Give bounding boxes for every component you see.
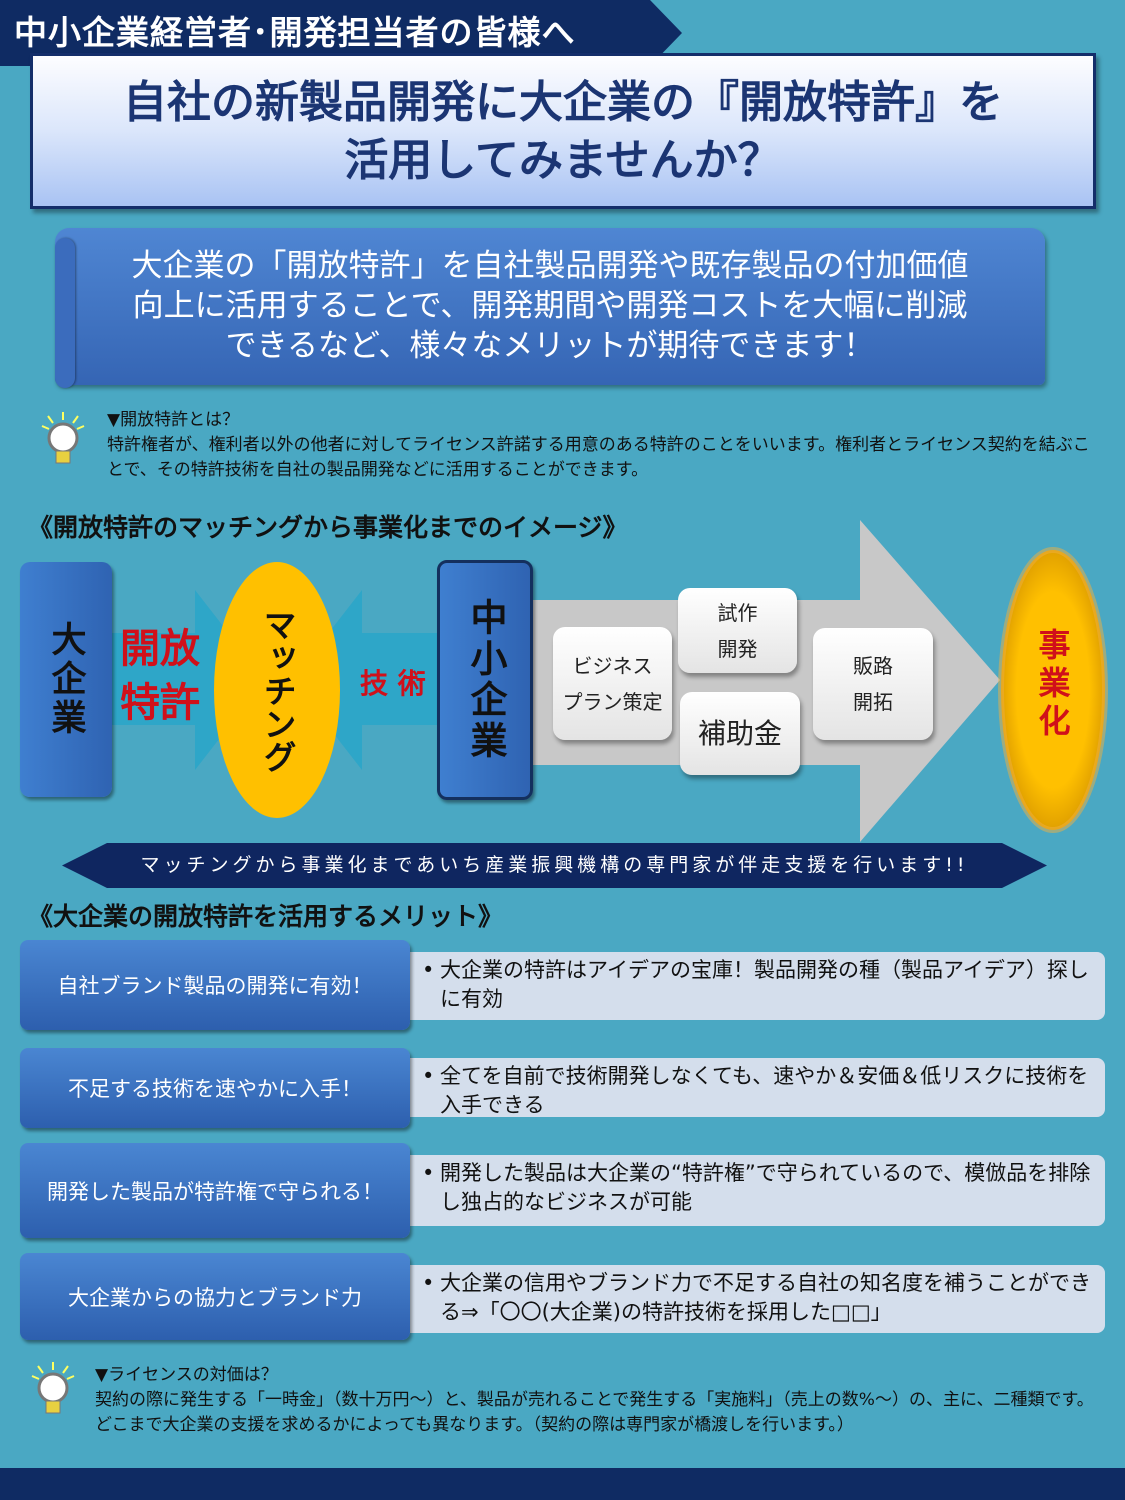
merit-desc: •開発した製品は大企業の“特許権”で守られているので、模倣品を排除し独占的なビジ…	[410, 1155, 1105, 1226]
open-patent-label: 開放特許	[120, 626, 200, 726]
diagram-title: 《開放特許のマッチングから事業化までのイメージ》	[28, 513, 628, 542]
commercialization-oval	[998, 547, 1108, 833]
open-patent-note: ▼開放特許とは？ 特許権者が、権利者以外の他者に対してライセンス許諾する用意のあ…	[107, 408, 1097, 483]
prototype-card: 試作開発	[678, 588, 797, 673]
merit-label: 自社ブランド製品の開発に有効！	[20, 940, 410, 1030]
support-banner: マッチングから事業化まであいち産業振興機構の専門家が伴走支援を行います!!	[62, 843, 1047, 888]
merit-desc: •大企業の信用やブランド力で不足する自社の知名度を補うことができる⇒「〇〇(大企…	[410, 1265, 1105, 1333]
note-heading: ▼開放特許とは？	[107, 410, 240, 430]
matching-oval	[214, 562, 340, 818]
merits-title: 《大企業の開放特許を活用するメリット》	[28, 902, 504, 931]
note-body: 特許権者が、権利者以外の他者に対してライセンス許諾する用意のある特許のことをいい…	[107, 435, 1090, 480]
merit-label: 開発した製品が特許権で守られる！	[20, 1143, 410, 1238]
intro-line: 向上に活用することで、開発期間や開発コストを大幅に削減	[132, 288, 968, 324]
large-company-box: 大企業	[20, 562, 112, 797]
title-line-2: 活用してみませんか？	[344, 135, 782, 186]
sales-channel-card: 販路開拓	[813, 628, 933, 740]
intro-scroll: 大企業の「開放特許」を自社製品開発や既存製品の付加価値 向上に活用することで、開…	[55, 228, 1045, 388]
intro-line: できるなど、様々なメリットが期待できます！	[225, 328, 875, 364]
grey-process-arrow	[533, 520, 1000, 842]
title-line-1: 自社の新製品開発に大企業の『開放特許』を	[123, 77, 1003, 128]
diagram-shapes	[112, 520, 1108, 842]
business-plan-card: ビジネスプラン策定	[553, 627, 672, 740]
lightbulb-icon	[41, 412, 85, 464]
matching-label: マッチング	[258, 607, 297, 773]
merit-label: 大企業からの協力とブランド力	[20, 1253, 410, 1340]
merit-desc: •大企業の特許はアイデアの宝庫！製品開発の種（製品アイデア）探しに有効	[410, 952, 1105, 1020]
intro-line: 大企業の「開放特許」を自社製品開発や既存製品の付加価値	[131, 248, 969, 284]
lightbulb-icon	[31, 1362, 75, 1414]
sme-box: 中小企業	[437, 560, 533, 800]
technology-label: 技 術	[360, 667, 426, 700]
note-body: 契約の際に発生する「一時金」（数十万円～）と、製品が売れることで発生する「実施料…	[95, 1390, 1094, 1435]
footer-bar	[0, 1468, 1125, 1500]
subsidy-card: 補助金	[680, 692, 800, 775]
note-heading: ▼ライセンスの対価は？	[95, 1365, 278, 1385]
page-title: 自社の新製品開発に大企業の『開放特許』を 活用してみませんか？	[30, 53, 1096, 209]
merit-desc: •全てを自前で技術開発しなくても、速やか＆安価＆低リスクに技術を入手できる	[410, 1058, 1105, 1117]
license-fee-note: ▼ライセンスの対価は？ 契約の際に発生する「一時金」（数十万円～）と、製品が売れ…	[95, 1363, 1095, 1438]
commercialization-label: 事業化	[1033, 628, 1072, 742]
merit-label: 不足する技術を速やかに入手！	[20, 1048, 410, 1128]
